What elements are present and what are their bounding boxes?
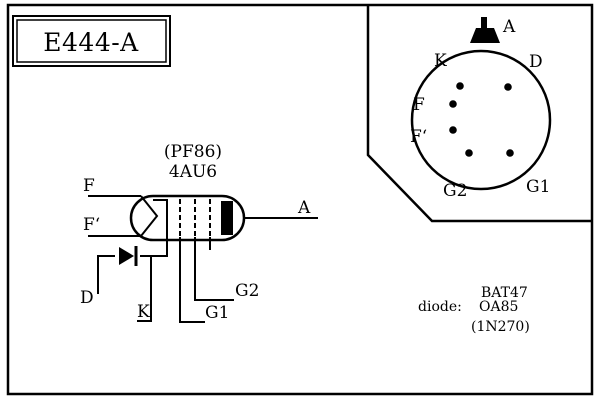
cathode-electrode bbox=[153, 199, 168, 234]
schematic-label-k: K bbox=[137, 302, 150, 322]
card-title: E444-A bbox=[43, 28, 139, 57]
title-box: E444-A bbox=[12, 15, 171, 67]
socket-label-k: K bbox=[434, 51, 447, 71]
diode-option-2: OA85 bbox=[479, 299, 518, 315]
diode-note-label: diode: bbox=[418, 299, 462, 315]
tube-envelope bbox=[129, 194, 246, 242]
socket-label-g1: G1 bbox=[526, 177, 550, 197]
socket-circle bbox=[410, 49, 552, 191]
socket-pin-g1 bbox=[506, 149, 514, 157]
socket-pin-k bbox=[456, 82, 464, 90]
socket-pin-d bbox=[504, 83, 512, 91]
socket-key-icon bbox=[470, 17, 500, 43]
schematic-label-a: A bbox=[297, 198, 311, 218]
socket-label-d: D bbox=[529, 52, 543, 72]
anode-plate bbox=[221, 201, 233, 235]
schematic-label-f: F bbox=[83, 176, 95, 196]
socket-label-f2: F‘ bbox=[410, 127, 427, 147]
socket-pin-f2 bbox=[449, 126, 457, 134]
socket-pin-f bbox=[449, 100, 457, 108]
schematic-label-f2: F‘ bbox=[83, 215, 100, 235]
diode-option-3: (1N270) bbox=[471, 319, 530, 335]
tube-type: 4AU6 bbox=[169, 162, 217, 182]
socket-label-a: A bbox=[502, 17, 516, 37]
schematic-label-g2: G2 bbox=[235, 281, 259, 301]
tube-symbol bbox=[88, 194, 318, 323]
card-border bbox=[6, 3, 594, 396]
tube-type-alt: (PF86) bbox=[164, 142, 222, 162]
socket-label-g2: G2 bbox=[443, 181, 467, 201]
diode-option-1: BAT47 bbox=[481, 285, 528, 301]
diode-icon bbox=[119, 246, 138, 266]
socket-label-f: F bbox=[413, 95, 425, 115]
heater-filament bbox=[140, 195, 159, 237]
schematic-label-d: D bbox=[80, 288, 94, 308]
schematic-label-g1: G1 bbox=[205, 303, 229, 323]
socket-panel-outline bbox=[366, 5, 592, 223]
socket-pin-g2 bbox=[465, 149, 473, 157]
